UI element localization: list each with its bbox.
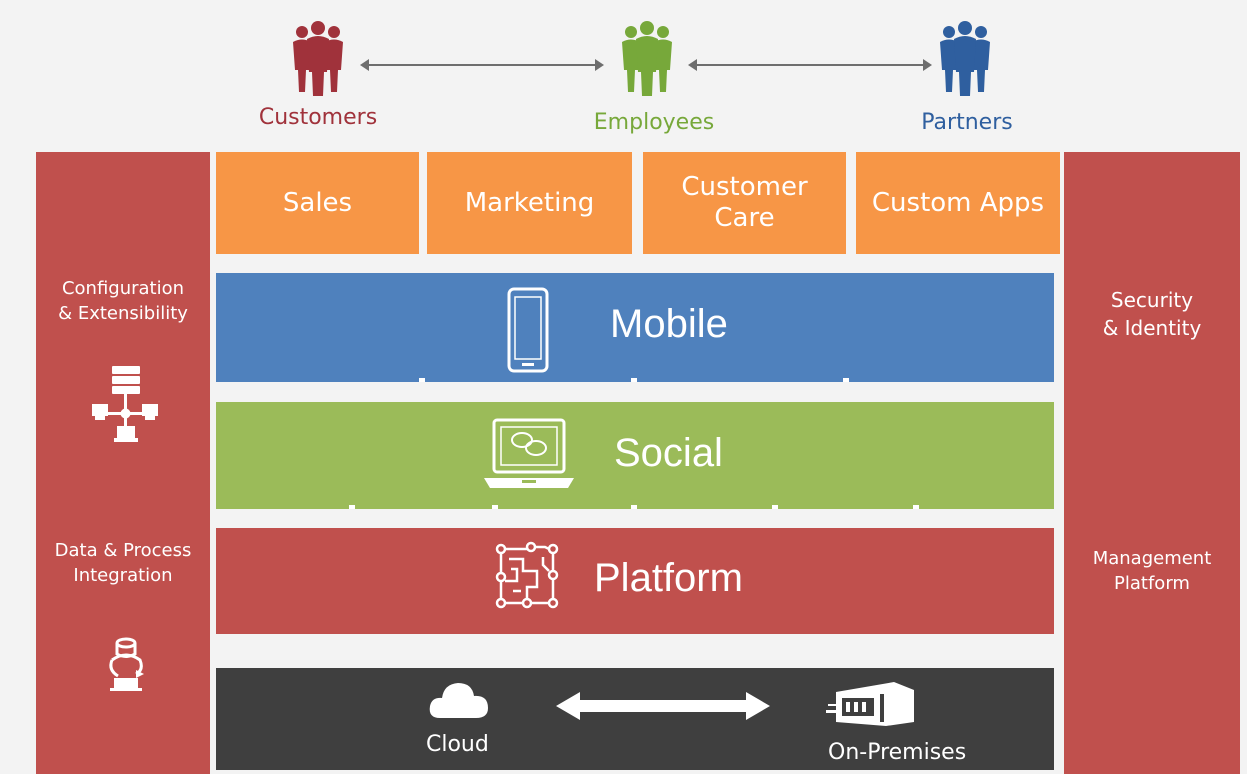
- customers-employees-arrow: [360, 59, 604, 71]
- social-label: Social: [614, 431, 723, 475]
- network-server-icon: [92, 366, 158, 442]
- cloud-icon: [429, 683, 488, 718]
- app-tile-customer-care: Customer Care: [643, 152, 846, 254]
- mobile-ticks: [216, 378, 1054, 382]
- employees-partners-arrow: [688, 59, 932, 71]
- management-platform-label: Management Platform: [1092, 548, 1212, 594]
- cloud-label: Cloud: [426, 732, 489, 757]
- app-tile-sales: Sales: [216, 152, 419, 254]
- platform-layer: Platform: [216, 528, 1054, 634]
- customers-label: Customers: [258, 105, 378, 130]
- bidirectional-arrow-icon: [556, 692, 770, 720]
- employees-label: Employees: [593, 110, 715, 135]
- mobile-label: Mobile: [610, 302, 728, 346]
- right-side-column: Security & Identity Management Platform: [1064, 152, 1240, 774]
- security-identity-label: Security & Identity: [1102, 288, 1202, 340]
- customers-people-icon: [293, 21, 343, 96]
- smartphone-icon: [507, 287, 549, 373]
- social-layer: Social: [216, 402, 1054, 509]
- platform-label: Platform: [594, 556, 743, 600]
- building-icon: [826, 682, 914, 726]
- app-tile-marketing: Marketing: [427, 152, 632, 254]
- infrastructure-layer: Cloud On-Premises: [216, 668, 1054, 770]
- left-side-column: Configuration & Extensibility Data & Pro…: [36, 152, 210, 774]
- data-process-icon: [109, 637, 144, 691]
- configuration-extensibility-label: Configuration & Extensibility: [58, 278, 188, 324]
- employees-people-icon: [622, 21, 672, 96]
- laptop-chat-icon: [484, 418, 574, 488]
- partners-label: Partners: [921, 110, 1013, 135]
- app-tile-custom-apps: Custom Apps: [856, 152, 1060, 254]
- data-process-integration-label: Data & Process Integration: [54, 540, 192, 586]
- mobile-layer: Mobile: [216, 273, 1054, 382]
- circuit-icon: [495, 541, 559, 609]
- partners-people-icon: [940, 21, 990, 96]
- on-premises-label: On-Premises: [828, 740, 967, 765]
- social-ticks: [216, 505, 1054, 509]
